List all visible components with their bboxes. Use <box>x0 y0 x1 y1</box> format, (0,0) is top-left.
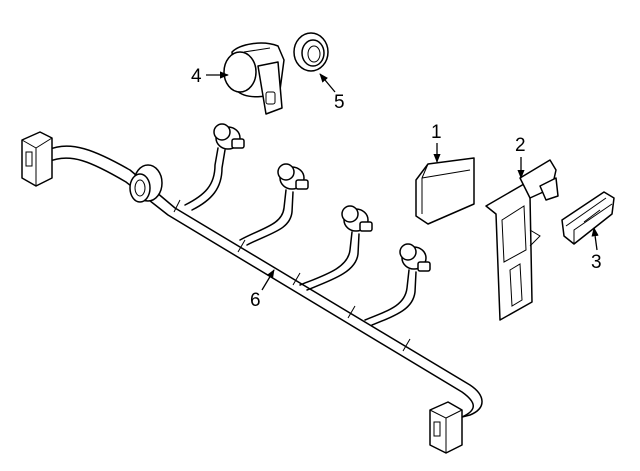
callout-2: 2 <box>515 135 526 179</box>
retainer-clip[interactable] <box>561 191 615 245</box>
sensor-bracket[interactable] <box>485 159 559 321</box>
harness-grommet <box>129 164 163 203</box>
callout-6: 6 <box>250 269 275 311</box>
branch-connector-1 <box>213 123 245 150</box>
callout-label-4: 4 <box>191 66 202 87</box>
branch-connector-2 <box>277 163 309 190</box>
harness-end-connector-left <box>21 131 53 187</box>
callout-1: 1 <box>431 122 442 163</box>
wiring-harness[interactable] <box>21 123 483 454</box>
callout-label-5: 5 <box>334 92 345 113</box>
callout-5: 5 <box>319 73 345 113</box>
callout-4: 4 <box>191 66 229 87</box>
callout-label-2: 2 <box>515 135 526 156</box>
harness-end-connector-right <box>429 401 463 454</box>
branch-connector-4 <box>399 243 431 272</box>
callout-label-6: 6 <box>250 290 261 311</box>
callout-label-3: 3 <box>591 252 602 273</box>
sensor-grommet[interactable] <box>293 32 329 72</box>
branch-connector-3 <box>341 205 373 232</box>
module-cover[interactable] <box>415 157 475 225</box>
callout-label-1: 1 <box>431 122 442 143</box>
callout-3: 3 <box>591 227 602 273</box>
park-assist-sensor[interactable] <box>223 42 285 115</box>
